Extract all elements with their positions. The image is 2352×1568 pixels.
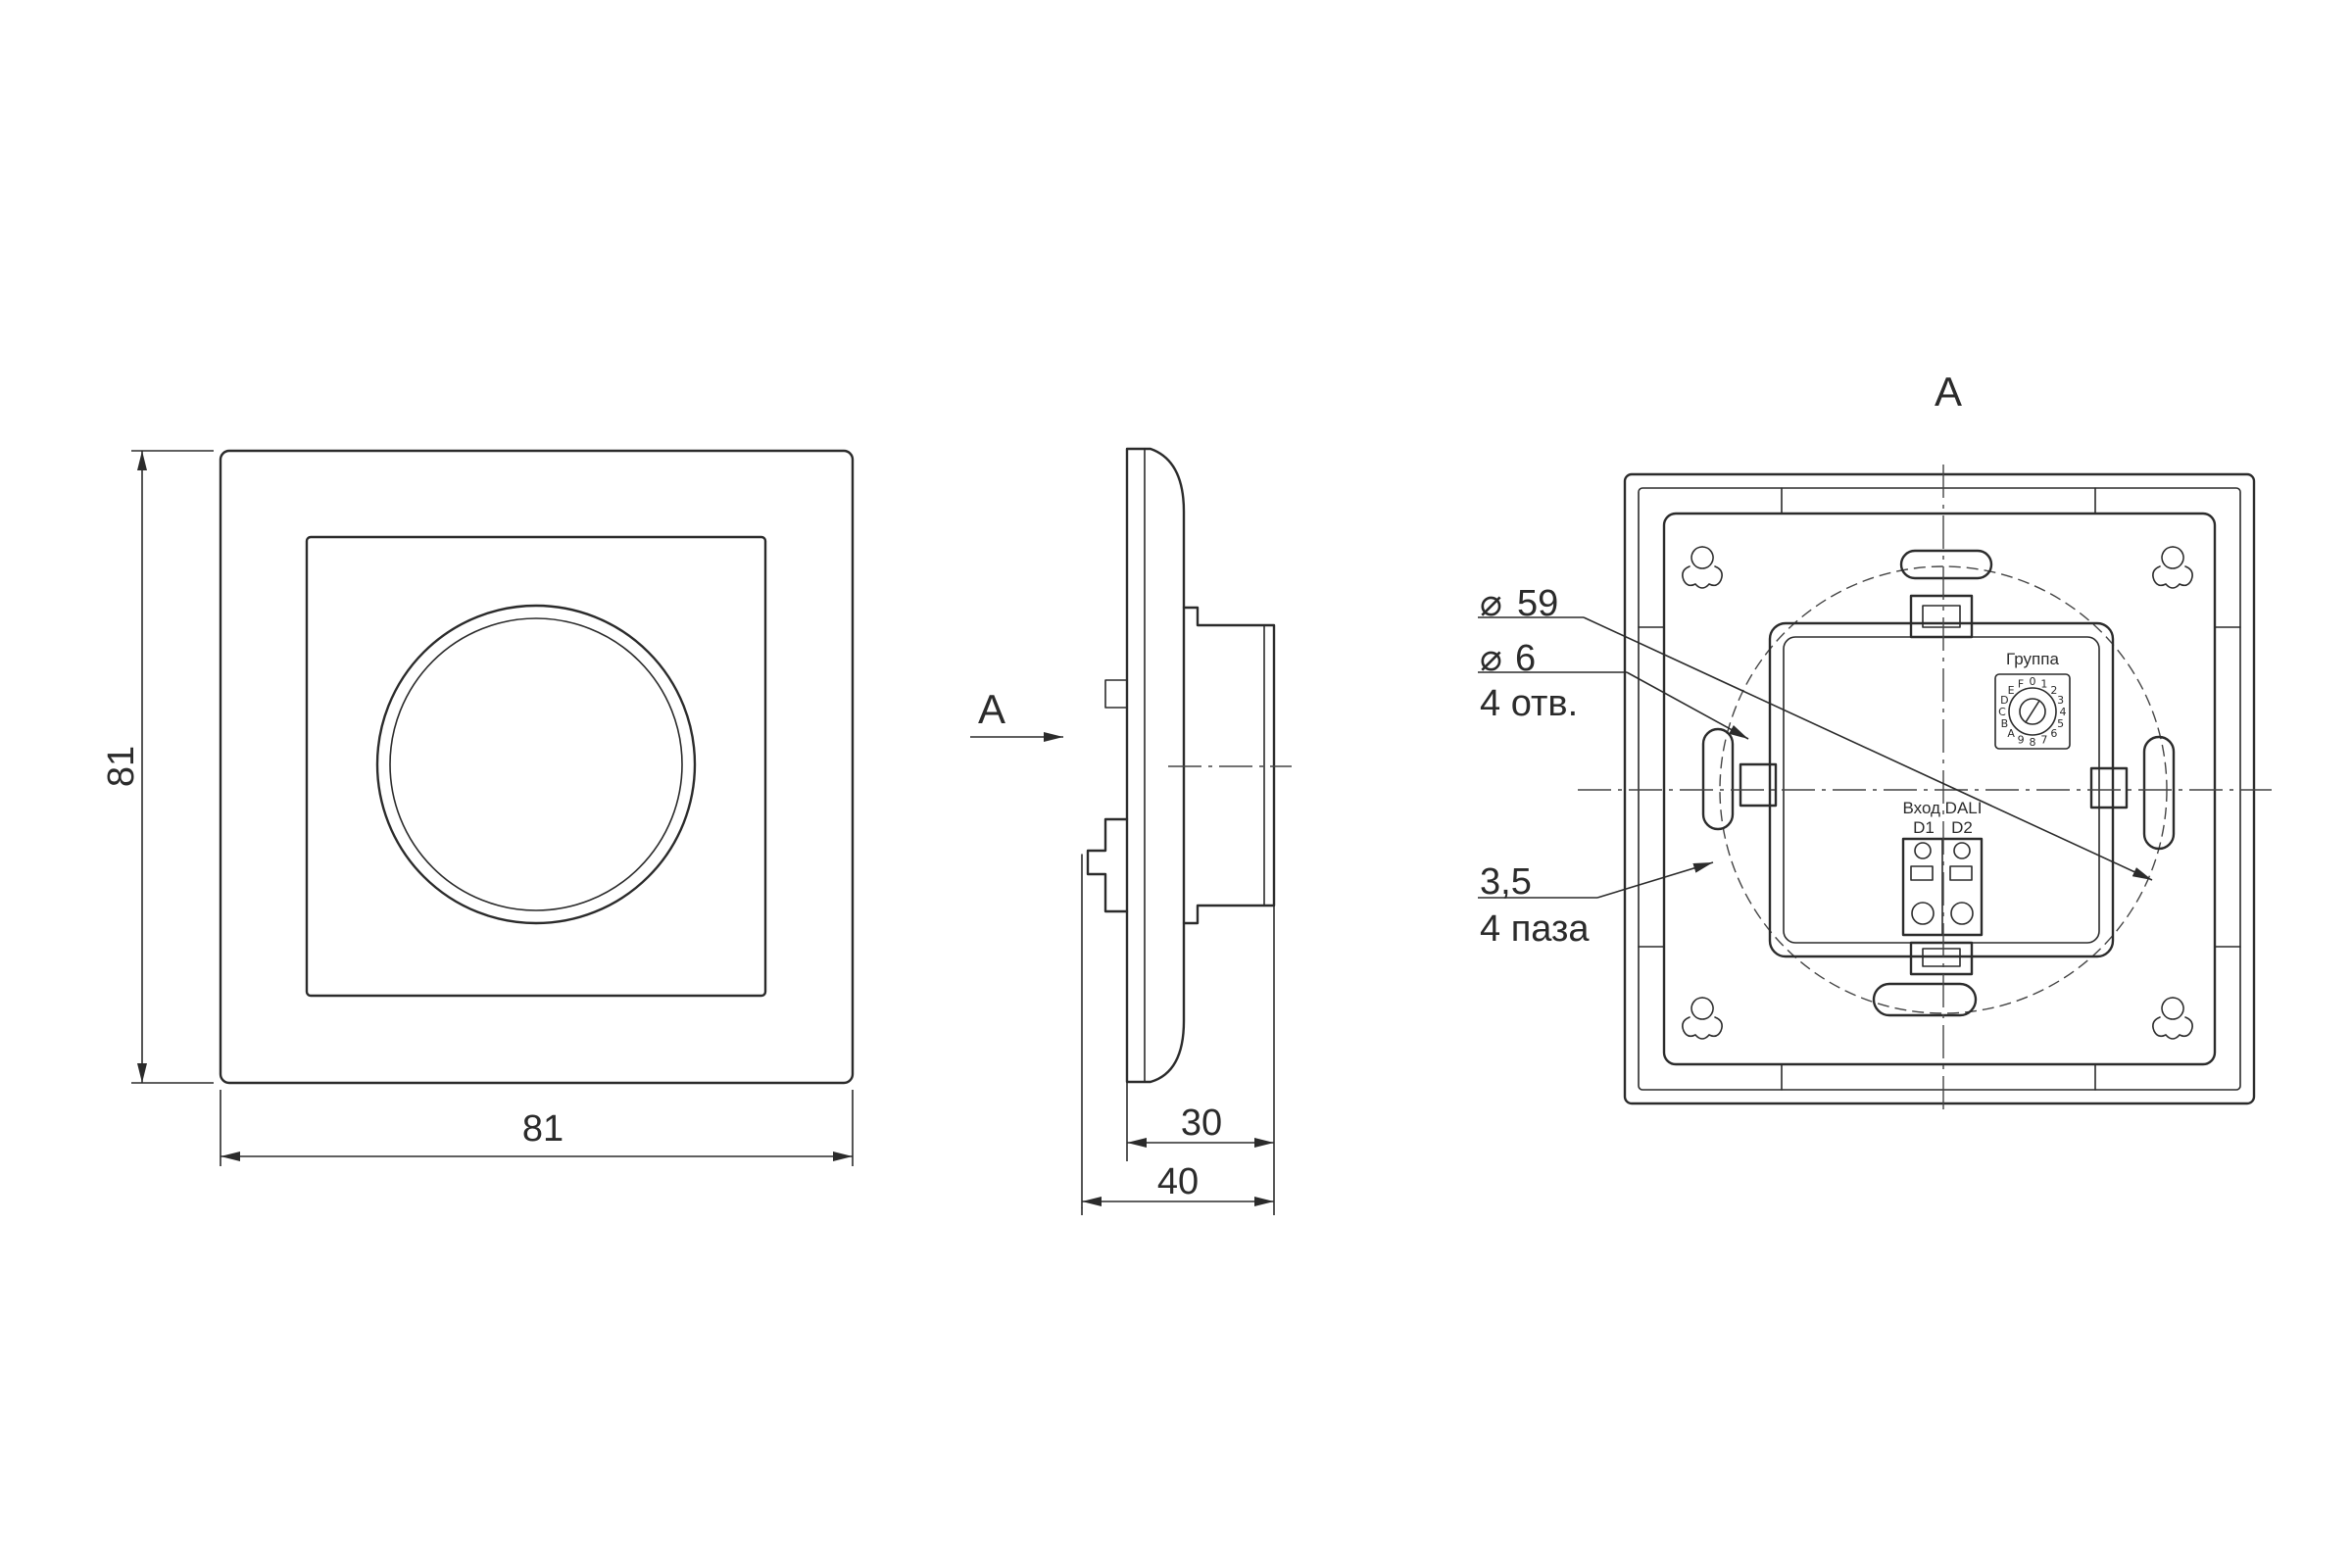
- group-label: Группа: [2006, 650, 2059, 668]
- terminal-block: [1901, 837, 1984, 937]
- terminal-d1-release: [1910, 865, 1934, 881]
- clip-right: [2089, 766, 2129, 809]
- rotary-switch-dial: [2008, 687, 2057, 736]
- width-label: 81: [522, 1108, 564, 1150]
- terminal-d2-release: [1949, 865, 1973, 881]
- clip-left: [1739, 762, 1778, 808]
- hole-count-label: 4 отв.: [1480, 683, 1578, 724]
- terminal-d1-wire-entry: [1911, 902, 1935, 925]
- frame-outer-outline: [219, 449, 855, 1085]
- mounting-bracket: [1086, 817, 1129, 913]
- side-view: A 30 40: [970, 447, 1292, 1215]
- slot-right: [2142, 735, 2176, 851]
- frame-inner-outline: [305, 535, 767, 998]
- keyhole-icon: [1682, 997, 1723, 1040]
- front-view: 81 81: [101, 449, 855, 1166]
- diameter-icon: ⌀: [1480, 583, 1502, 624]
- clip-bottom: [1909, 941, 1974, 976]
- terminal-d2-wire-entry: [1950, 902, 1974, 925]
- rotary-switch-knob: [2019, 698, 2046, 725]
- rear-frame-outer-outline: [1623, 472, 2256, 1105]
- rotary-switch-pointer-icon: [2025, 700, 2040, 723]
- hole-diameter-label: 6: [1515, 638, 1536, 679]
- rotary-switch-housing: [1994, 673, 2071, 750]
- circle-callout-leader: [1583, 616, 2153, 881]
- view-marker-label: A: [978, 686, 1005, 732]
- clip-top: [1909, 594, 1974, 639]
- circle-diameter-label: 59: [1517, 583, 1558, 624]
- terminal-d1-label: D1: [1913, 818, 1935, 837]
- knob-inner-ring: [389, 617, 683, 911]
- keyhole-hole-bottom-left: [1682, 997, 1723, 1040]
- terminal-d2-label: D2: [1951, 818, 1973, 837]
- rear-clip: [1104, 679, 1128, 709]
- keyhole-hole-top-left: [1682, 546, 1723, 589]
- keyhole-hole-top-right: [2152, 546, 2193, 589]
- keyhole-icon: [2152, 546, 2193, 589]
- slot-left: [1701, 727, 1735, 831]
- slot-callout-leader: [1596, 861, 1714, 899]
- clip-top-inner: [1922, 605, 1961, 628]
- clip-bottom-inner: [1922, 948, 1961, 967]
- depth-inner-label: 30: [1181, 1102, 1222, 1144]
- rear-view-title: A: [1935, 368, 1962, 415]
- terminal-d1-screw: [1914, 842, 1932, 859]
- slot-count-label: 4 паза: [1480, 908, 1590, 950]
- mounting-plate-outline: [1662, 512, 2217, 1066]
- slot-top: [1899, 549, 1993, 580]
- rear-frame-inner-outline: [1638, 487, 2241, 1091]
- rear-view: A: [1478, 368, 2272, 1113]
- dali-input-label: Вход DALI: [1903, 799, 1983, 817]
- depth-total-label: 40: [1157, 1161, 1199, 1202]
- terminal-d2-screw: [1953, 842, 1971, 859]
- slot-bottom: [1872, 982, 1978, 1017]
- keyhole-icon: [1682, 546, 1723, 589]
- keyhole-icon: [2152, 997, 2193, 1040]
- hole-callout-leader: [1626, 671, 1749, 740]
- frame-profile: [1125, 447, 1186, 1084]
- keyhole-hole-bottom-right: [2152, 997, 2193, 1040]
- height-label: 81: [101, 746, 142, 787]
- diameter-icon: ⌀: [1480, 638, 1502, 679]
- knob-outer-ring: [375, 604, 697, 925]
- knob-profile: [1182, 606, 1276, 925]
- slot-width-label: 3,5: [1480, 861, 1532, 903]
